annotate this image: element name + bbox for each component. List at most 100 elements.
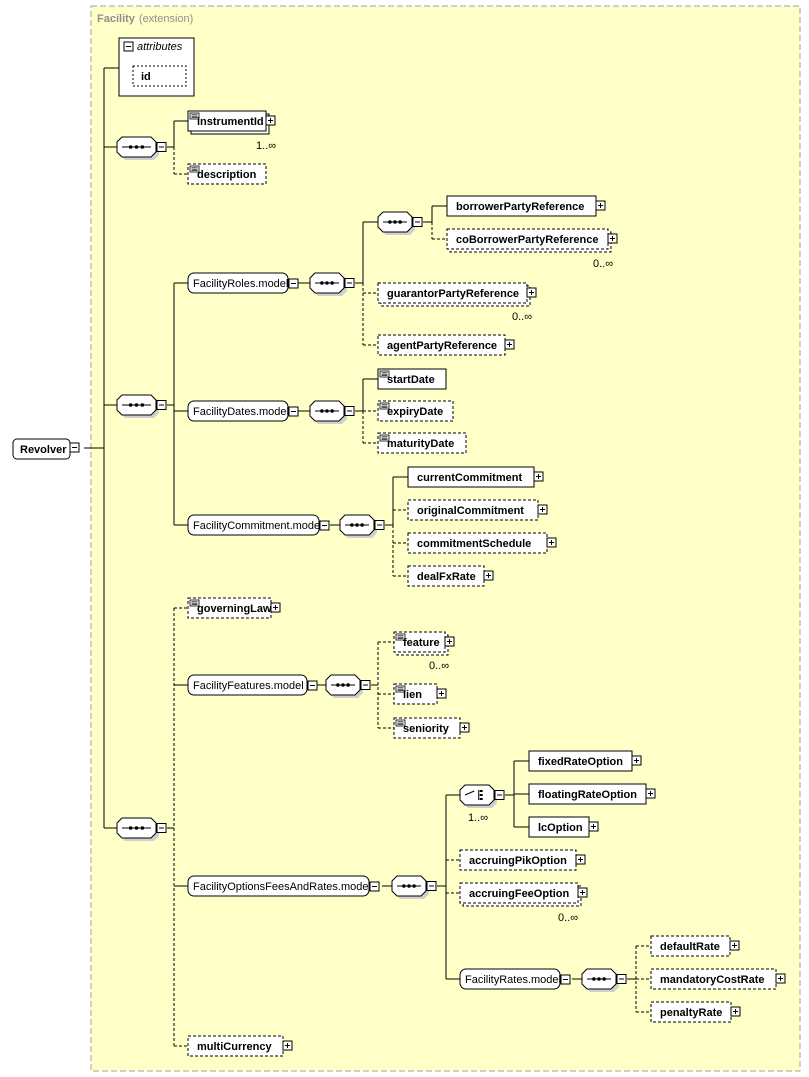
sequence-facility-roles-toggle[interactable] [344,278,355,288]
expand-toggle-commitmentSchedule[interactable] [546,537,557,548]
collapse-toggle-facilityCommitment[interactable] [319,520,330,531]
sequence-facility-rates[interactable] [581,968,627,992]
root-element-revolver[interactable]: Revolver [12,438,71,460]
element-lien[interactable]: lien [393,683,447,705]
sequence-facility-features[interactable] [325,674,371,698]
attributes-collapse-toggle[interactable] [123,41,134,52]
expand-toggle-instrumentId[interactable] [265,115,276,126]
sequence-facility-features-toggle[interactable] [360,680,371,690]
element-commitmentSchedule[interactable]: commitmentSchedule [407,532,557,554]
element-floatingRateOption[interactable]: floatingRateOption [528,783,656,805]
group-facilityFeatures[interactable]: FacilityFeatures.model [187,674,318,696]
expand-toggle-multiCurrency[interactable] [282,1040,293,1051]
sequence-facility-options-toggle[interactable] [426,881,437,891]
element-label: expiryDate [387,406,443,418]
expand-toggle-fixedRateOption[interactable] [631,755,642,766]
cardinality-accruingFeeOption: 0..∞ [558,912,578,924]
group-label: FacilityRates.model [465,974,561,986]
element-borrowerPartyReference[interactable]: borrowerPartyReference [446,195,606,217]
element-penaltyRate[interactable]: penaltyRate [650,1001,741,1023]
element-label: penaltyRate [660,1007,722,1019]
expand-toggle-currentCommitment[interactable] [533,471,544,482]
sequence-3-toggle[interactable] [156,823,167,833]
element-governingLaw[interactable]: governingLaw [187,597,281,619]
element-label: coBorrowerPartyReference [456,234,598,246]
expand-toggle-mandatoryCostRate[interactable] [775,973,786,984]
element-instrumentId[interactable]: instrumentId [187,110,276,135]
expand-toggle-lcOption[interactable] [588,821,599,832]
element-fixedRateOption[interactable]: fixedRateOption [528,750,642,772]
element-accruingFeeOption[interactable]: accruingFeeOption [459,882,588,907]
expand-toggle-accruingPikOption[interactable] [575,854,586,865]
expand-toggle-penaltyRate[interactable] [730,1006,741,1017]
expand-toggle-originalCommitment[interactable] [537,504,548,515]
element-startDate[interactable]: startDate [377,368,447,390]
element-maturityDate[interactable]: maturityDate [377,432,467,454]
collapse-toggle-facilityOptions[interactable] [369,881,380,892]
element-currentCommitment[interactable]: currentCommitment [407,466,544,488]
element-description[interactable]: description [187,163,267,185]
expand-toggle-defaultRate[interactable] [729,940,740,951]
expand-toggle-agentPartyReference[interactable] [504,339,515,350]
group-facilityRates[interactable]: FacilityRates.model [459,968,571,990]
sequence-facility-dates[interactable] [309,400,355,424]
element-label: agentPartyReference [387,340,497,352]
element-lcOption[interactable]: lcOption [528,816,599,838]
cardinality-guarantorPartyReference: 0..∞ [512,311,532,323]
sequence-2[interactable] [116,394,167,418]
expand-toggle-dealFxRate[interactable] [483,570,494,581]
element-coBorrowerPartyReference[interactable]: coBorrowerPartyReference [446,228,618,253]
element-defaultRate[interactable]: defaultRate [650,935,740,957]
element-seniority[interactable]: seniority [393,717,470,739]
element-originalCommitment[interactable]: originalCommitment [407,499,548,521]
element-guarantorPartyReference[interactable]: guarantorPartyReference [377,282,537,307]
element-expiryDate[interactable]: expiryDate [377,400,454,422]
group-label: FacilityOptionsFeesAndRates.model [193,881,371,893]
collapse-toggle-facilityRoles[interactable] [288,278,299,289]
sequence-facility-roles[interactable] [309,272,355,296]
expand-toggle-coBorrowerPartyReference[interactable] [607,233,618,244]
choice-rate-options-toggle[interactable] [494,790,505,800]
collapse-toggle-facilityRates[interactable] [560,974,571,985]
expand-toggle-guarantorPartyReference[interactable] [526,287,537,298]
attribute-id[interactable] [132,65,187,87]
sequence-borrower[interactable] [377,211,423,235]
sequence-1[interactable] [116,136,167,160]
collapse-toggle-facilityDates[interactable] [288,406,299,417]
element-mandatoryCostRate[interactable]: mandatoryCostRate [650,968,786,990]
element-label: defaultRate [660,941,720,953]
expand-toggle-lien[interactable] [436,688,447,699]
element-accruingPikOption[interactable]: accruingPikOption [459,849,586,871]
collapse-toggle-facilityFeatures[interactable] [307,680,318,691]
root-collapse-toggle[interactable] [69,442,80,453]
element-dealFxRate[interactable]: dealFxRate [407,565,494,587]
sequence-facility-commitment[interactable] [339,514,385,538]
cardinality-feature: 0..∞ [429,660,449,672]
choice-rate-options[interactable] [459,784,505,808]
sequence-facility-rates-toggle[interactable] [616,974,627,984]
sequence-borrower-toggle[interactable] [412,217,423,227]
group-facilityDates[interactable]: FacilityDates.model [187,400,299,422]
element-feature[interactable]: feature [393,631,455,656]
sequence-facility-options[interactable] [391,875,437,899]
element-multiCurrency[interactable]: multiCurrency [187,1035,293,1057]
sequence-1-toggle[interactable] [156,142,167,152]
expand-toggle-accruingFeeOption[interactable] [577,887,588,898]
group-facilityRoles[interactable]: FacilityRoles.model [187,272,299,294]
sequence-2-toggle[interactable] [156,400,167,410]
sequence-3[interactable] [116,817,167,841]
sequence-facility-dates-toggle[interactable] [344,406,355,416]
element-agentPartyReference[interactable]: agentPartyReference [377,334,515,356]
element-label: governingLaw [197,603,272,615]
group-facilityCommitment[interactable]: FacilityCommitment.model [187,514,330,536]
expand-toggle-floatingRateOption[interactable] [645,788,656,799]
group-label: FacilityFeatures.model [193,680,304,692]
group-label: FacilityRoles.model [193,278,288,290]
expand-toggle-borrowerPartyReference[interactable] [595,200,606,211]
group-facilityOptions[interactable]: FacilityOptionsFeesAndRates.model [187,875,380,897]
expand-toggle-seniority[interactable] [459,722,470,733]
sequence-facility-commitment-toggle[interactable] [374,520,385,530]
element-label: feature [403,637,440,649]
expand-toggle-feature[interactable] [444,636,455,647]
expand-toggle-governingLaw[interactable] [270,602,281,613]
